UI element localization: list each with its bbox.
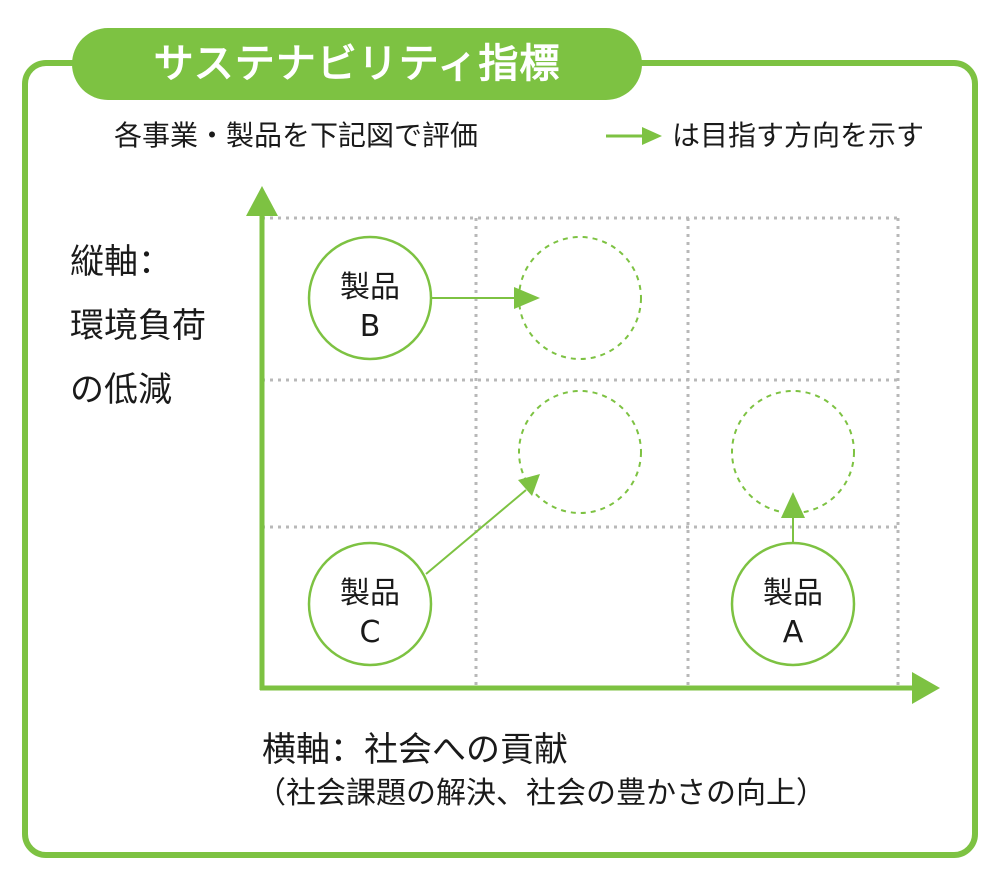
axes [246,186,940,704]
product-a-label: 製品 [763,576,823,611]
product-b-label: 製品 [340,270,400,305]
product-c-circle [307,541,433,667]
product-c: 製品 C [307,541,433,667]
x-axis-label: 横軸：社会への貢献 [262,730,568,770]
page-title: サステナビリティ指標 [72,28,642,100]
legend: は目指す方向を示す [606,116,924,156]
product-c-label: 製品 [340,576,400,611]
x-axis-sublabel: （社会課題の解決、社会の豊かさの向上） [256,776,826,811]
y-axis-label-line: 縦軸： [70,242,172,282]
product-c-id: C [360,615,381,650]
arrow-b [430,287,540,309]
target-circle-c [518,390,642,514]
y-axis-arrowhead [246,186,278,216]
legend-text: は目指す方向を示す [672,119,925,152]
product-b-circle [307,235,433,361]
x-axis-arrowhead [912,672,940,704]
product-a: 製品 A [730,541,856,667]
product-b: 製品 B [307,235,433,361]
y-axis-label-line: の低減 [70,370,172,410]
product-a-id: A [783,615,804,650]
legend-arrow-icon [606,127,662,145]
arrow-c [425,474,540,575]
outer-frame [22,60,978,858]
y-axis-label-line: 環境負荷 [70,306,206,346]
product-a-circle [730,541,856,667]
y-axis-label: 縦軸： 環境負荷 の低減 [70,230,206,422]
target-circle-a [731,390,855,514]
arrow-a [781,492,805,544]
subtitle: 各事業・製品を下記図で評価 [114,119,479,152]
product-b-id: B [360,309,381,344]
